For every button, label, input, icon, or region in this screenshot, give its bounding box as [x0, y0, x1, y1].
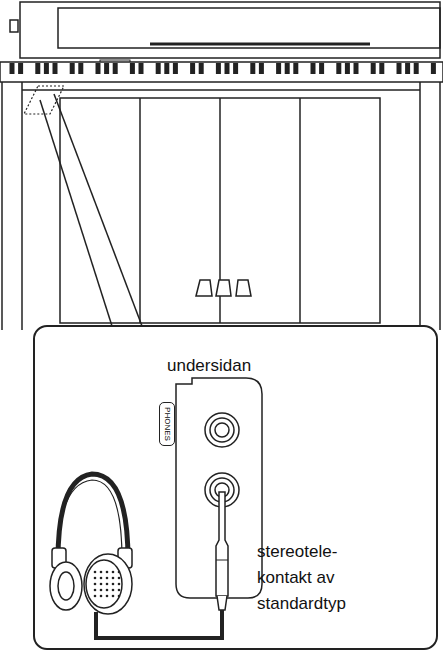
- grille-dot: [112, 583, 115, 586]
- black-key: [233, 63, 238, 74]
- grille-dot: [112, 589, 115, 592]
- grille-dot: [118, 571, 121, 574]
- grille-dot: [112, 571, 115, 574]
- black-key: [190, 63, 195, 74]
- black-key: [311, 63, 316, 74]
- black-key: [96, 63, 101, 74]
- grille-dot: [94, 595, 97, 598]
- black-key: [216, 63, 221, 74]
- black-key: [250, 63, 255, 74]
- black-key: [354, 63, 359, 74]
- black-key: [345, 63, 350, 74]
- grille-dot: [94, 571, 97, 574]
- grille-dot: [112, 577, 115, 580]
- black-key: [44, 63, 49, 74]
- grille-dot: [100, 595, 103, 598]
- black-key: [104, 63, 109, 74]
- black-key: [293, 63, 298, 74]
- grille-dot: [106, 571, 109, 574]
- black-key: [35, 63, 40, 74]
- grille-dot: [94, 583, 97, 586]
- black-key: [225, 63, 230, 74]
- jack-label-tag: PHONES: [159, 402, 175, 446]
- grille-dot: [100, 577, 103, 580]
- grille-dot: [106, 577, 109, 580]
- black-key: [78, 63, 83, 74]
- black-key: [130, 63, 135, 74]
- connector-note: stereotele-kontakt av standardtyp: [257, 539, 369, 617]
- black-key: [10, 63, 15, 74]
- black-key: [156, 63, 161, 74]
- grille-dot: [118, 577, 121, 580]
- black-key: [371, 63, 376, 74]
- black-key: [199, 63, 204, 74]
- black-key: [319, 63, 324, 74]
- black-key: [113, 63, 118, 74]
- black-key: [276, 63, 281, 74]
- black-key: [379, 63, 384, 74]
- black-key: [164, 63, 169, 74]
- black-key: [431, 63, 436, 74]
- black-key: [139, 63, 144, 74]
- black-key: [173, 63, 178, 74]
- black-key: [336, 63, 341, 74]
- black-key: [70, 63, 75, 74]
- black-key: [397, 63, 402, 74]
- grille-dot: [118, 583, 121, 586]
- grille-dot: [118, 595, 121, 598]
- grille-dot: [106, 595, 109, 598]
- black-key: [405, 63, 410, 74]
- grille-dot: [94, 589, 97, 592]
- callout-box: undersidan stereotele-kontakt av standard…: [33, 325, 438, 650]
- black-key: [285, 63, 290, 74]
- grille-dot: [100, 583, 103, 586]
- grille-dot: [94, 577, 97, 580]
- grille-dot: [100, 571, 103, 574]
- black-key: [53, 63, 58, 74]
- grille-dot: [100, 589, 103, 592]
- grille-dot: [106, 583, 109, 586]
- jack-label: PHONES: [162, 407, 172, 441]
- black-key: [259, 63, 264, 74]
- grille-dot: [118, 589, 121, 592]
- black-key: [18, 63, 23, 74]
- grille-dot: [112, 595, 115, 598]
- callout-heading: undersidan: [167, 353, 251, 379]
- black-key: [414, 63, 419, 74]
- grille-dot: [106, 589, 109, 592]
